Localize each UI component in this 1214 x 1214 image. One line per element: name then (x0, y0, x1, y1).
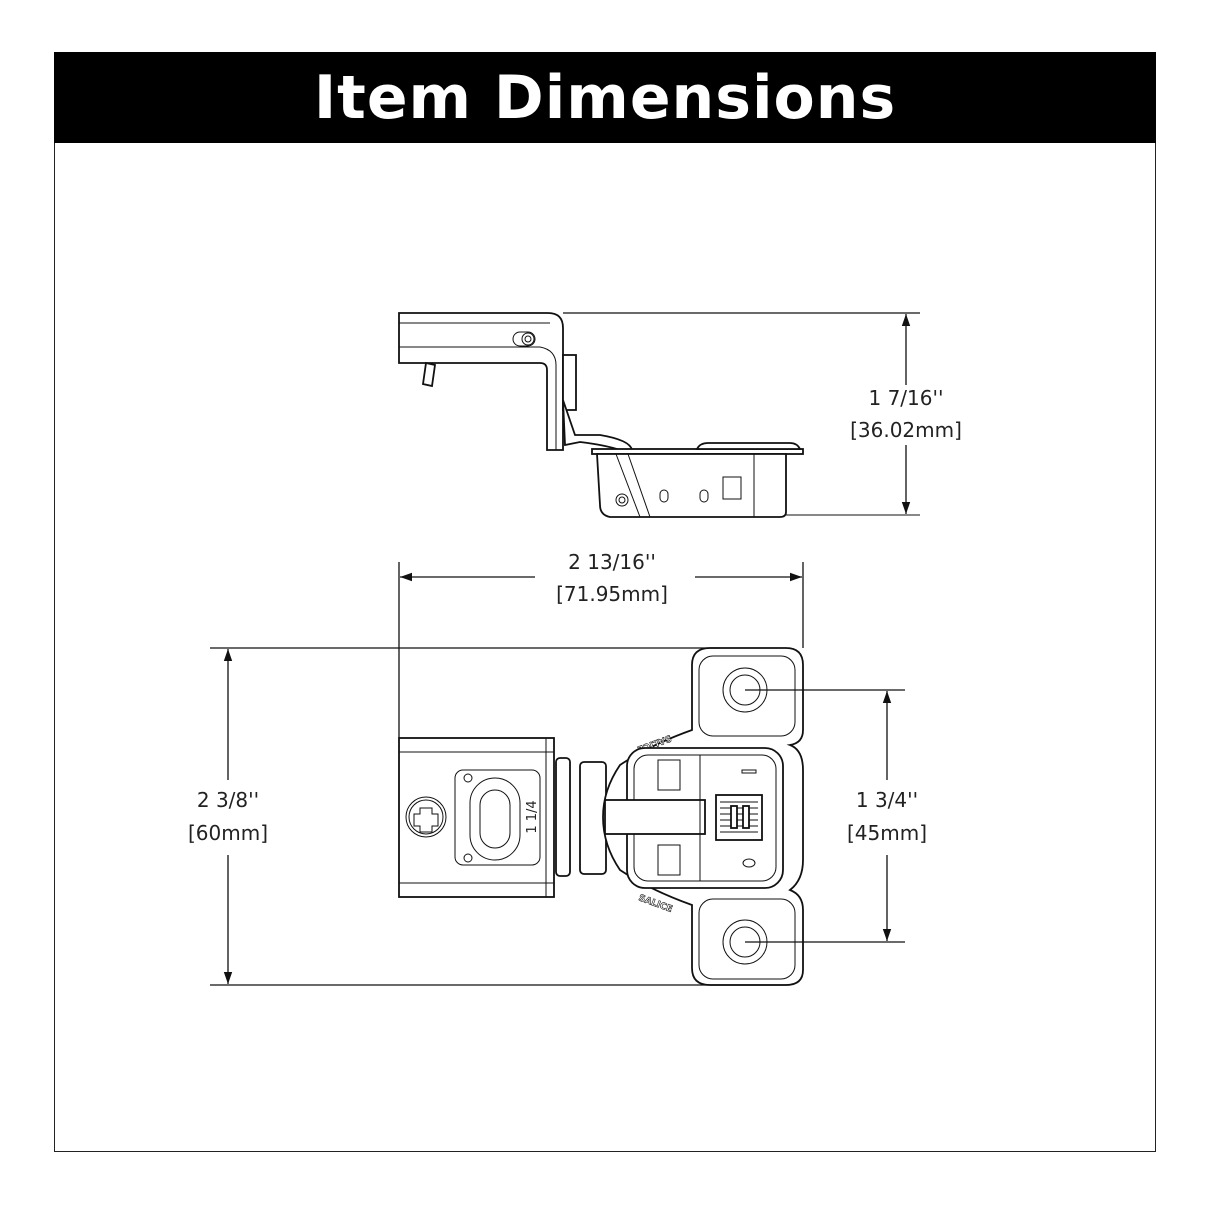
hole-spacing-metric: [45mm] (847, 821, 927, 845)
hinge-side-view (398, 312, 920, 518)
hinge-top-view: 1 1/4 SALICE SALICE (398, 647, 804, 986)
overlay-marking: 1 1/4 (525, 800, 540, 833)
width-metric: [71.95mm] (556, 582, 668, 606)
hole-spacing-imperial: 1 3/4'' (856, 788, 918, 812)
page-title: Item Dimensions (313, 62, 897, 133)
title-bar: Item Dimensions (54, 52, 1156, 143)
dimension-lines (210, 312, 920, 986)
screw-icon (405, 796, 447, 838)
height-metric: [36.02mm] (850, 418, 962, 442)
plate-length-imperial: 2 3/8'' (197, 788, 259, 812)
brand-marking-bottom: SALICE (637, 893, 674, 914)
width-imperial: 2 13/16'' (568, 550, 656, 574)
height-imperial: 1 7/16'' (869, 386, 944, 410)
plate-length-metric: [60mm] (188, 821, 268, 845)
